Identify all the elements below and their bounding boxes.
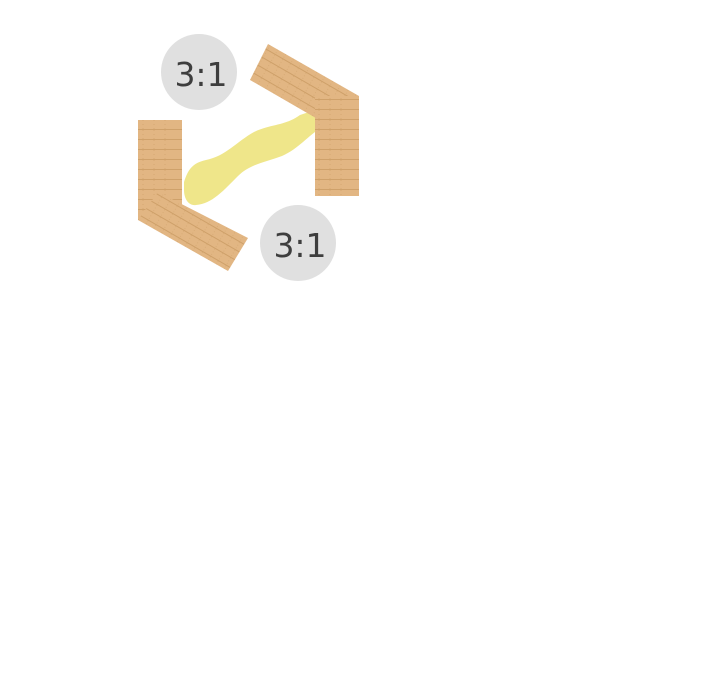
dock-plank-vertical	[315, 96, 359, 196]
river-path	[184, 110, 324, 206]
harbor-dock-right[interactable]	[250, 44, 359, 196]
port-badge-circle	[161, 34, 237, 110]
harbor-dock-left[interactable]	[138, 120, 248, 271]
port-ratio-label: 3:1	[273, 226, 326, 265]
port-ratio-label: 3:1	[174, 55, 227, 94]
dock-plank-angled	[138, 192, 248, 271]
port-badge-circle	[260, 205, 336, 281]
port-badge-top[interactable]: 3:1	[161, 34, 237, 110]
port-badge-bottom[interactable]: 3:1	[260, 205, 336, 281]
